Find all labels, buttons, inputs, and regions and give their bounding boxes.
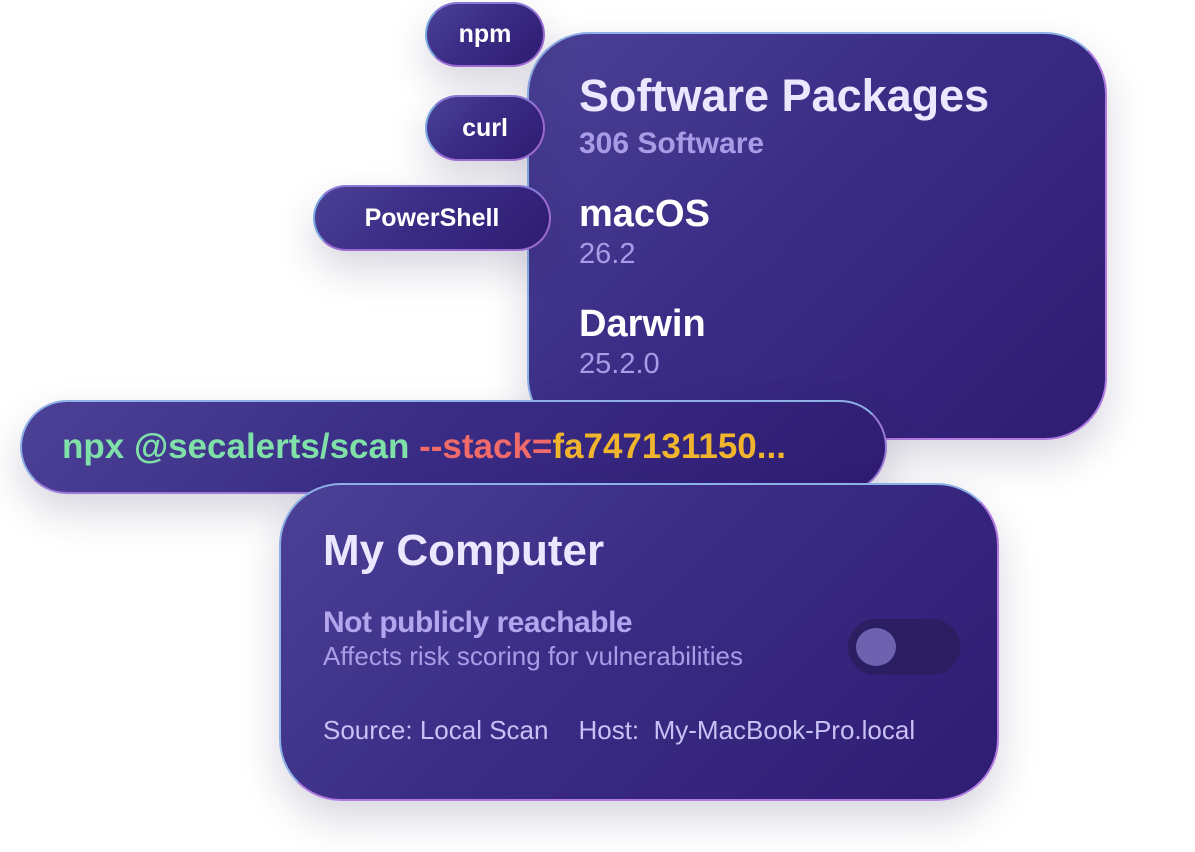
software-count: 306 Software xyxy=(579,127,765,160)
os-label: macOS xyxy=(579,193,710,235)
software-packages-card: Software Packages 306 Software macOS 26.… xyxy=(527,32,1107,448)
kernel-label: Darwin xyxy=(579,303,706,345)
command-npx: npx @secalerts/scan xyxy=(62,427,410,466)
tag-curl[interactable]: curl xyxy=(425,95,545,161)
command-stack-id: fa747131150... xyxy=(552,427,786,466)
software-title: Software Packages xyxy=(579,70,990,121)
my-computer-card: My Computer Not publicly reachable Affec… xyxy=(279,483,999,801)
host-label: Host: My-MacBook-Pro.local xyxy=(578,715,916,745)
reachability-description: Affects risk scoring for vulnerabilities xyxy=(323,641,744,671)
command-flag: --stack= xyxy=(409,427,553,466)
public-reachability-toggle[interactable] xyxy=(848,619,960,675)
os-version: 26.2 xyxy=(579,238,636,270)
scan-command[interactable]: npx @secalerts/scan --stack= fa747131150… xyxy=(20,400,887,494)
tag-powershell[interactable]: PowerShell xyxy=(313,185,551,251)
toggle-knob xyxy=(856,628,896,666)
reachability-label: Not publicly reachable xyxy=(323,606,633,639)
tag-npm[interactable]: npm xyxy=(425,2,545,67)
source-label: Source: Local Scan xyxy=(323,715,549,745)
kernel-version: 25.2.0 xyxy=(579,348,660,380)
computer-title: My Computer xyxy=(323,526,605,575)
